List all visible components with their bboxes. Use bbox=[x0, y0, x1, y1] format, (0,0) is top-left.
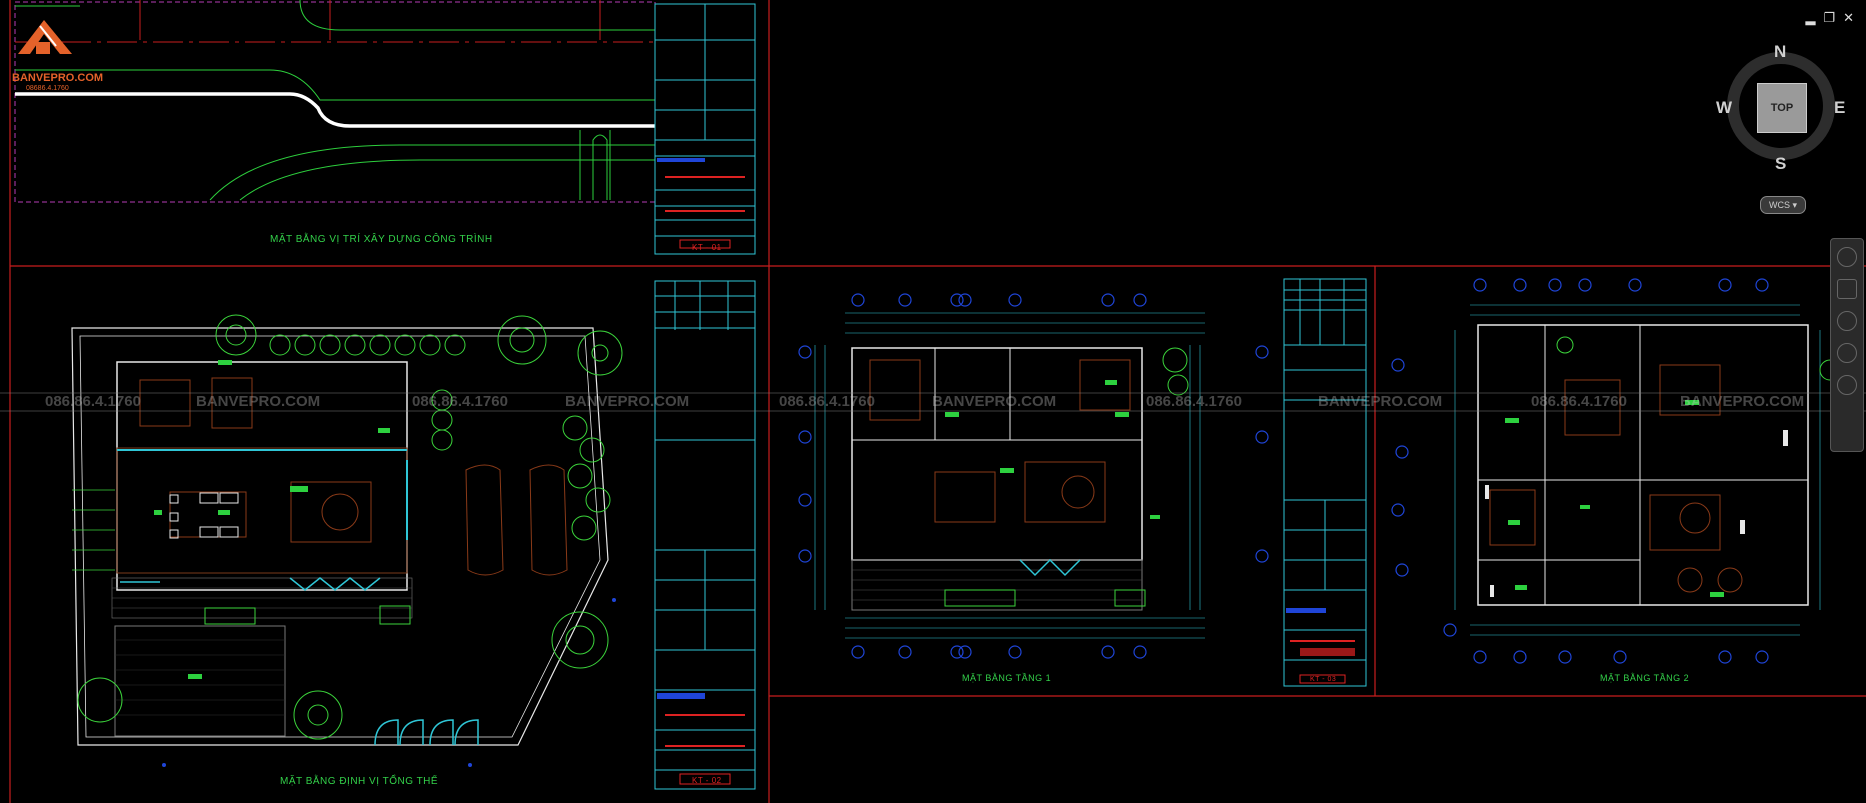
logo-house-icon bbox=[18, 20, 72, 54]
title-floor-1: MẶT BẰNG TẦNG 1 bbox=[962, 673, 1052, 683]
tree-symbols bbox=[77, 314, 623, 740]
compass-south[interactable]: S bbox=[1775, 154, 1787, 173]
overall-site-plan bbox=[71, 314, 623, 767]
watermark-phone: 086.86.4.1760 bbox=[412, 393, 508, 410]
wcs-dropdown[interactable]: WCS ▾ bbox=[1760, 196, 1806, 214]
title-site-location: MẶT BẰNG VỊ TRÍ XÂY DỰNG CÔNG TRÌNH bbox=[270, 234, 493, 245]
close-button[interactable]: ✕ bbox=[1843, 10, 1854, 25]
logo-phone: 08686.4.1760 bbox=[26, 85, 69, 92]
compass-west[interactable]: W bbox=[1716, 98, 1733, 117]
zoom-icon[interactable] bbox=[1837, 311, 1857, 331]
grid-bubbles-floor1 bbox=[798, 293, 1269, 659]
watermark-phone: 086.86.4.1760 bbox=[45, 393, 141, 410]
sheet-number-kt02: KT - 02 bbox=[692, 776, 722, 785]
watermark-phone: 086.86.4.1760 bbox=[779, 393, 875, 410]
site-location-plan bbox=[14, 0, 656, 203]
floor-2-plan bbox=[1391, 278, 1849, 664]
logo: BANVEPRO.COM 08686.4.1760 bbox=[10, 14, 110, 94]
title-block-kt03 bbox=[1283, 278, 1367, 687]
restore-button[interactable]: ❐ bbox=[1823, 10, 1836, 25]
compass-east[interactable]: E bbox=[1834, 98, 1846, 117]
showmotion-icon[interactable] bbox=[1837, 375, 1857, 395]
viewcube-top-face[interactable]: TOP bbox=[1757, 83, 1807, 133]
watermark-brand: BANVEPRO.COM bbox=[196, 393, 321, 410]
floor-1-plan bbox=[798, 293, 1269, 659]
orbit-icon[interactable] bbox=[1837, 343, 1857, 363]
watermark-brand: BANVEPRO.COM bbox=[1680, 393, 1805, 410]
logo-brand: BANVEPRO.COM bbox=[12, 72, 104, 84]
viewcube[interactable]: N S E W TOP bbox=[1716, 42, 1850, 177]
navigation-bar bbox=[1830, 238, 1864, 452]
watermark-phone: 086.86.4.1760 bbox=[1146, 393, 1242, 410]
grid-bubbles-floor2 bbox=[1391, 278, 1769, 664]
watermark-phone: 086.86.4.1760 bbox=[1531, 393, 1627, 410]
compass-north[interactable]: N bbox=[1774, 42, 1787, 61]
viewport-window-controls: ▂ ❐ ✕ bbox=[1805, 10, 1854, 26]
title-floor-2: MẶT BẰNG TẦNG 2 bbox=[1600, 673, 1690, 683]
title-block-kt01 bbox=[654, 3, 756, 255]
steering-wheel-icon[interactable] bbox=[1837, 247, 1857, 267]
watermark-brand: BANVEPRO.COM bbox=[565, 393, 690, 410]
minimize-button[interactable]: ▂ bbox=[1805, 10, 1816, 25]
watermark-brand: BANVEPRO.COM bbox=[932, 393, 1057, 410]
watermark-brand: BANVEPRO.COM bbox=[1318, 393, 1443, 410]
title-site-overall: MẶT BẰNG ĐỊNH VỊ TỔNG THỂ bbox=[280, 776, 439, 787]
sheet-number-kt01: KT - 01 bbox=[692, 243, 722, 252]
title-block-kt02 bbox=[654, 280, 756, 790]
sheet-frames bbox=[9, 0, 1866, 803]
sheet-number-kt03: KT - 03 bbox=[1310, 676, 1337, 683]
pan-icon[interactable] bbox=[1837, 279, 1857, 299]
